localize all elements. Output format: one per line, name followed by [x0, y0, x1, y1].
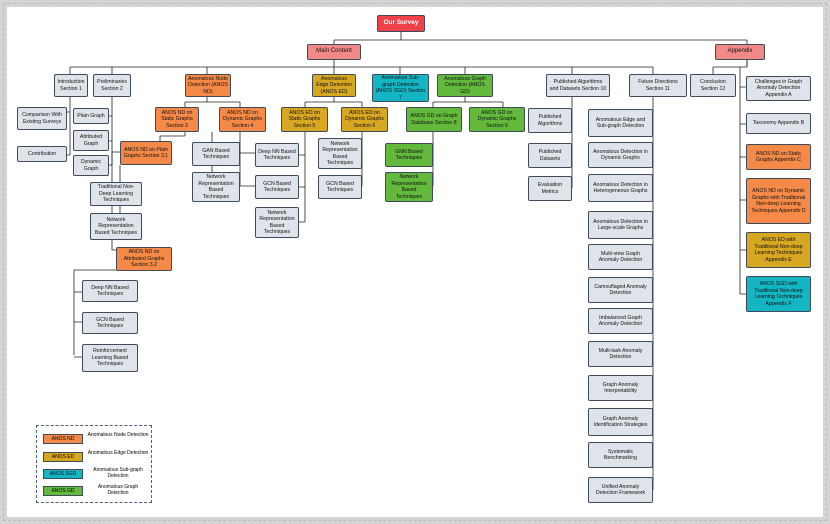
anos-nd-attributed-node: ANOS ND on Attributed Graphs Section 3.2	[116, 247, 172, 271]
intro-node: Introduction Section 1	[54, 74, 88, 97]
traditional-nondeep-node: Traditional Non-Deep Learning Techniques	[90, 182, 142, 206]
network-representation-node-1: Network Representation Based Techniques	[90, 213, 142, 240]
anos-nd-node: Anomalous Node Detection (ANOS ND)	[185, 74, 231, 97]
published-node: Published Algorithms and Datasets Sectio…	[546, 74, 610, 97]
appendix-e-node: ANOS ED with Traditional Non-deep Learni…	[746, 232, 811, 268]
gan-based-node: GAN Based Techniques	[192, 142, 240, 166]
dynamic-graph-node: Dynamic Graph	[73, 155, 109, 176]
gcn-node-1: GCN Based Techniques	[82, 312, 138, 334]
appendix-a-node: Challenges in Graph Anomaly Detection Ap…	[746, 76, 811, 101]
future-item-5: Multi-view Graph Anomaly Detection	[588, 244, 653, 270]
deep-nn-node-1: Deep NN Based Techniques	[82, 280, 138, 302]
appendix-node: Appendix	[715, 44, 765, 60]
legend-text-ed: Anomalous Edge Detection	[87, 450, 149, 456]
legend-swatch-sgd: ANOS SGD	[43, 469, 83, 479]
anos-gd-node: Anomalous Graph Detection (ANOS GD)	[437, 74, 493, 97]
anos-sgd-node: Anomalous Sub-graph Detection (ANOS SGD)…	[372, 74, 429, 102]
anos-gd-dynamic-node: ANOS GD on Dynamic Graphs Section 9	[469, 107, 525, 132]
reinforcement-learning-node: Reinforcement Learning Based Techniques	[82, 344, 138, 372]
future-item-1: Anomalous Edge and Sub-graph Detection	[588, 109, 653, 137]
conclusion-node: Conclusion Section 12	[690, 74, 736, 97]
plain-graph-node: Plain Graph	[73, 108, 109, 124]
published-datasets-node: Published Datasets	[528, 143, 572, 168]
attributed-graph-node: Attributed Graph	[73, 130, 109, 151]
network-representation-node-3: Network Representation Based Techniques	[255, 207, 299, 238]
future-item-6: Camouflaged Anomaly Detection	[588, 277, 653, 303]
main-content-node: Main Content	[307, 44, 361, 60]
appendix-d-node: ANOS ND on Dynamic Graphs with Tradition…	[746, 178, 811, 224]
future-item-8: Multi-task Anomaly Detection	[588, 341, 653, 367]
legend-swatch-ed: ANOS ED	[43, 452, 83, 462]
future-item-10: Graph Anomaly Identification Strategies	[588, 408, 653, 436]
legend-text-nd: Anomalous Node Detection	[87, 432, 149, 438]
future-item-12: Unified Anomaly Detection Framework	[588, 477, 653, 503]
future-item-7: Imbalanced Graph Anomaly Detection	[588, 308, 653, 334]
future-item-9: Graph Anomaly Interpretability	[588, 375, 653, 401]
appendix-c-node: ANOS ND on Static Graphs Appendix C	[746, 144, 811, 170]
appendix-f-node: ANOS SGD with Traditional Non-deep Learn…	[746, 276, 811, 312]
comparison-node: Comparison With Existing Surveys	[17, 107, 67, 130]
legend-swatch-gd: ANOS GD	[43, 486, 83, 496]
root-node: Our Survey	[377, 15, 425, 32]
published-algorithms-node: Published Algorithms	[528, 108, 572, 133]
future-item-11: Systematic Benchmarking	[588, 442, 653, 468]
appendix-b-node: Taxonomy Appendix B	[746, 113, 811, 134]
gcn-node-2: GCN Based Techniques	[255, 175, 299, 199]
legend: ANOS ND Anomalous Node Detection ANOS ED…	[36, 425, 152, 503]
anos-ed-dynamic-node: ANOS ED on Dynamic Graphs Section 6	[341, 107, 388, 132]
legend-text-sgd: Anomalous Sub-graph Detection	[93, 467, 143, 480]
gcn-node-3: GCN Based Techniques	[318, 175, 362, 199]
future-item-2: Anomalous Detection in Dynamic Graphs	[588, 142, 653, 168]
anos-ed-node: Anomalous Edge Detection (ANOS ED)	[312, 74, 356, 97]
legend-text-gd: Anomalous Graph Detection	[97, 484, 139, 497]
network-representation-node-2: Network Representation Based Techniques	[192, 172, 240, 202]
gnn-based-node: GNN Based Techniques	[385, 143, 433, 167]
anos-gd-database-node: ANOS GD on Graph Database Section 8	[406, 107, 462, 132]
legend-swatch-nd: ANOS ND	[43, 434, 83, 444]
anos-nd-dynamic-node: ANOS ND on Dynamic Graphs Section 4	[219, 107, 266, 132]
anos-ed-static-node: ANOS ED on Static Graphs Section 5	[281, 107, 328, 132]
future-directions-node: Future Directions Section 11	[629, 74, 687, 97]
network-representation-node-4: Network Representation Based Techniques	[318, 138, 362, 169]
future-item-3: Anomalous Detection in Heterogeneous Gra…	[588, 174, 653, 202]
anos-nd-static-node: ANOS ND on Static Graphs Section 3	[155, 107, 199, 132]
evaluation-metrics-node: Evaluation Metrics	[528, 176, 572, 201]
future-item-4: Anomalous Detection in Large-scale Graph…	[588, 211, 653, 239]
contribution-node: Contribution	[17, 146, 67, 162]
deep-nn-node-2: Deep NN Based Techniques	[255, 143, 299, 167]
prelim-node: Preliminaries Section 2	[93, 74, 131, 97]
anos-nd-plain-node: ANOS ND on Plain Graphs Section 3.1	[120, 141, 172, 165]
network-representation-node-5: Network Representation Based Techniques	[385, 172, 433, 202]
